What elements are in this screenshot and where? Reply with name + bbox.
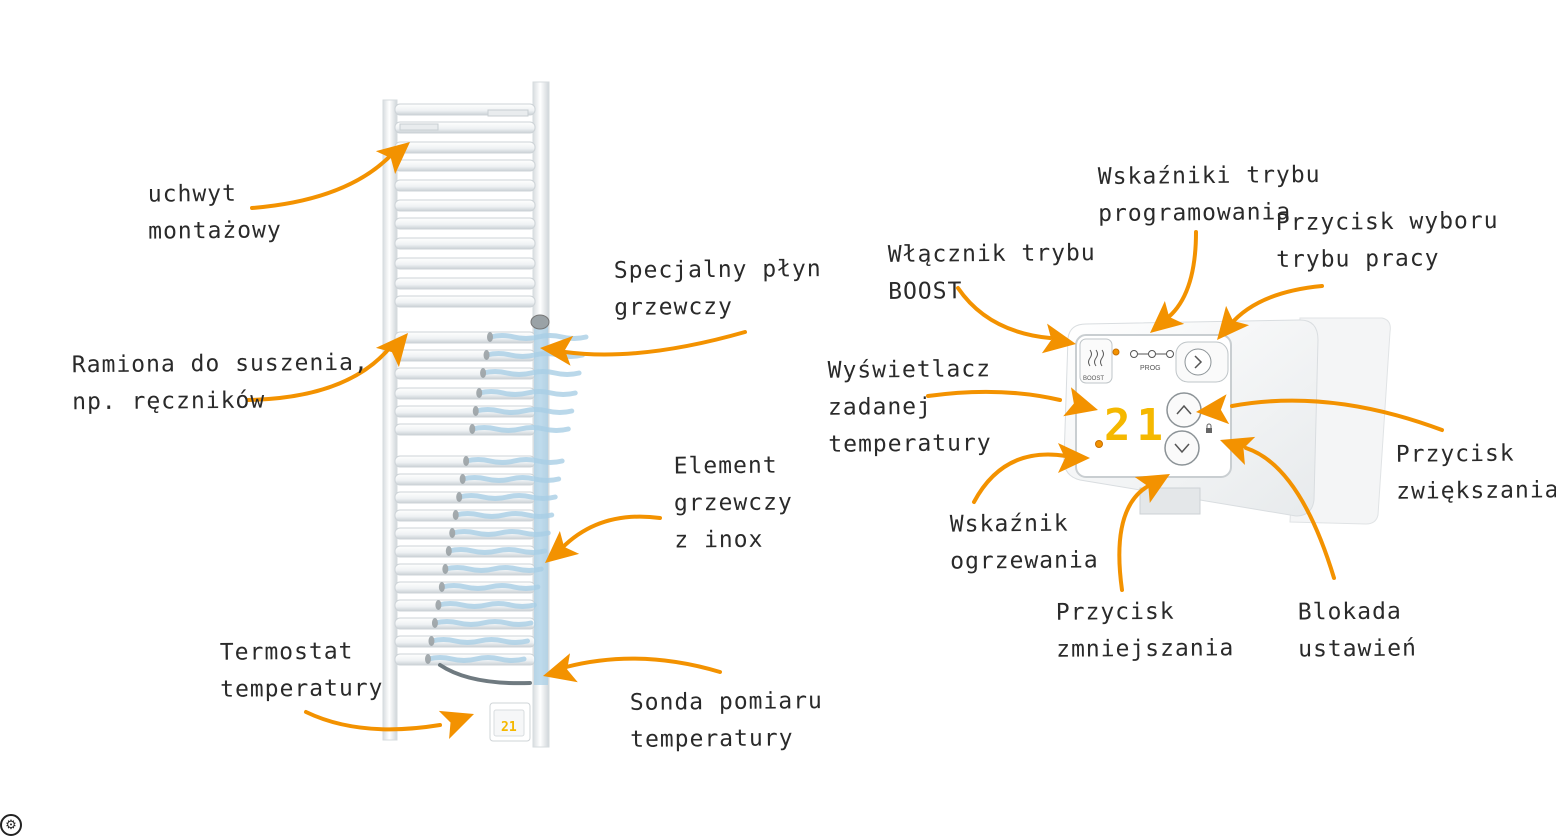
heating-fluid-line	[473, 407, 575, 415]
mode-select-button[interactable]	[1175, 341, 1229, 383]
element-end-cap	[463, 456, 470, 466]
element-end-cap	[452, 510, 459, 520]
heating-fluid-line	[439, 583, 541, 591]
boost-button[interactable]: BOOST	[1079, 338, 1113, 384]
heating-fluid-line	[453, 511, 555, 519]
fluid-cap	[530, 314, 550, 330]
element-end-cap	[445, 546, 452, 556]
heating-fluid-line	[435, 601, 537, 609]
callout-arrows	[246, 142, 1444, 740]
drying-bar	[394, 257, 536, 270]
heating-fluid-line	[425, 655, 527, 663]
element-end-cap	[472, 406, 479, 416]
heating-fluid-line	[469, 425, 571, 433]
heating-led	[1095, 440, 1103, 448]
element-end-cap	[438, 582, 445, 592]
heating-fluid-line	[463, 457, 565, 465]
drying-bar	[394, 199, 536, 212]
arrow-mode-select	[1217, 284, 1324, 340]
heating-element-inox	[425, 332, 589, 664]
heating-fluid-line	[428, 637, 530, 645]
heating-fluid-line	[432, 619, 534, 627]
mini-thermostat: 21	[489, 702, 531, 742]
arrow-prog-indicators	[1150, 230, 1198, 333]
element-end-cap	[435, 600, 442, 610]
arrow-boost-switch	[956, 286, 1076, 354]
element-end-cap	[469, 424, 476, 434]
element-end-cap	[442, 564, 449, 574]
drying-bar	[394, 277, 536, 290]
drying-bar	[394, 141, 536, 154]
element-end-cap	[483, 350, 490, 360]
drying-bar	[394, 159, 536, 172]
arrow-heating-indicator	[972, 443, 1090, 504]
heating-fluid-line	[446, 547, 548, 555]
element-end-cap	[487, 332, 493, 342]
heating-fluid-line	[476, 389, 578, 397]
element-end-cap	[480, 368, 487, 378]
arrow-setpoint-display	[926, 387, 1098, 417]
bottom-collector	[438, 663, 532, 686]
heating-fluid-line	[460, 475, 562, 483]
arrow-heating-fluid	[540, 330, 747, 366]
decrease-button[interactable]	[1164, 430, 1200, 466]
increase-button[interactable]	[1166, 392, 1202, 428]
setpoint-value: 21	[1104, 400, 1169, 451]
arrow-heating-element	[545, 514, 662, 563]
element-end-cap	[449, 528, 456, 538]
lock-icon	[1206, 423, 1212, 433]
arrow-thermostat	[304, 710, 474, 740]
heating-fluid-column	[534, 325, 548, 685]
heating-fluid-line	[480, 369, 582, 377]
element-end-cap	[456, 492, 463, 502]
drying-bars	[394, 103, 536, 666]
arrow-drying-arms	[246, 333, 408, 402]
svg-text:21: 21	[501, 720, 517, 735]
mounting-bracket	[399, 109, 529, 131]
arrow-decrease-button	[1117, 474, 1170, 592]
element-end-cap	[425, 654, 431, 664]
heating-fluid-line	[442, 565, 544, 573]
boost-led	[1112, 348, 1120, 356]
thermostat-controller: BOOST PROG 21	[1063, 317, 1391, 525]
drying-bar	[394, 217, 536, 230]
prog-indicators: PROG	[1130, 350, 1174, 372]
element-end-cap	[431, 618, 438, 628]
radiator-left-rail	[382, 99, 398, 741]
label-drying-arms: Ramiona do suszenia,np. ręczników	[71, 349, 369, 416]
element-end-cap	[428, 636, 435, 646]
gear-icon[interactable]: ⚙	[0, 814, 22, 836]
boost-label: BOOST	[1083, 376, 1104, 382]
arrow-settings-lock	[1220, 436, 1336, 580]
towel-radiator: 21	[382, 81, 589, 748]
arrow-mounting-bracket	[250, 142, 410, 210]
element-end-cap	[459, 474, 466, 484]
drying-bar	[394, 237, 536, 250]
drying-bar	[394, 179, 536, 192]
heating-fluid-line	[456, 493, 558, 501]
arrow-increase-button	[1196, 394, 1444, 432]
setpoint-display: 21	[1104, 400, 1169, 451]
drying-bar	[394, 295, 536, 308]
element-end-cap	[476, 388, 483, 398]
prog-label: PROG	[1140, 365, 1161, 372]
heating-fluid-line	[449, 529, 551, 537]
arrow-temp-probe	[543, 653, 722, 683]
